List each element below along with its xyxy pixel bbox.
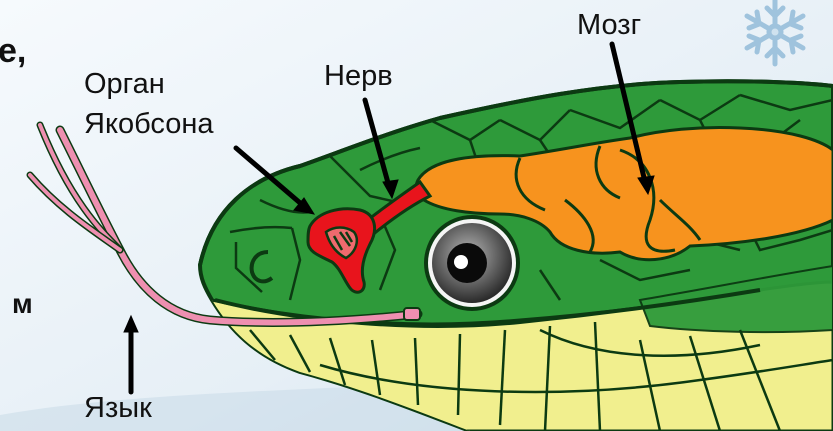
- label-tongue: Язык: [84, 392, 152, 425]
- cut-text-top: е,: [0, 32, 26, 71]
- label-brain: Мозг: [577, 9, 641, 42]
- cut-text-bottom: м: [12, 288, 33, 320]
- eye: [426, 217, 518, 309]
- label-organ-line2: Якобсона: [84, 108, 213, 141]
- label-organ-line1: Орган: [84, 68, 165, 101]
- label-nerve: Нерв: [324, 60, 393, 93]
